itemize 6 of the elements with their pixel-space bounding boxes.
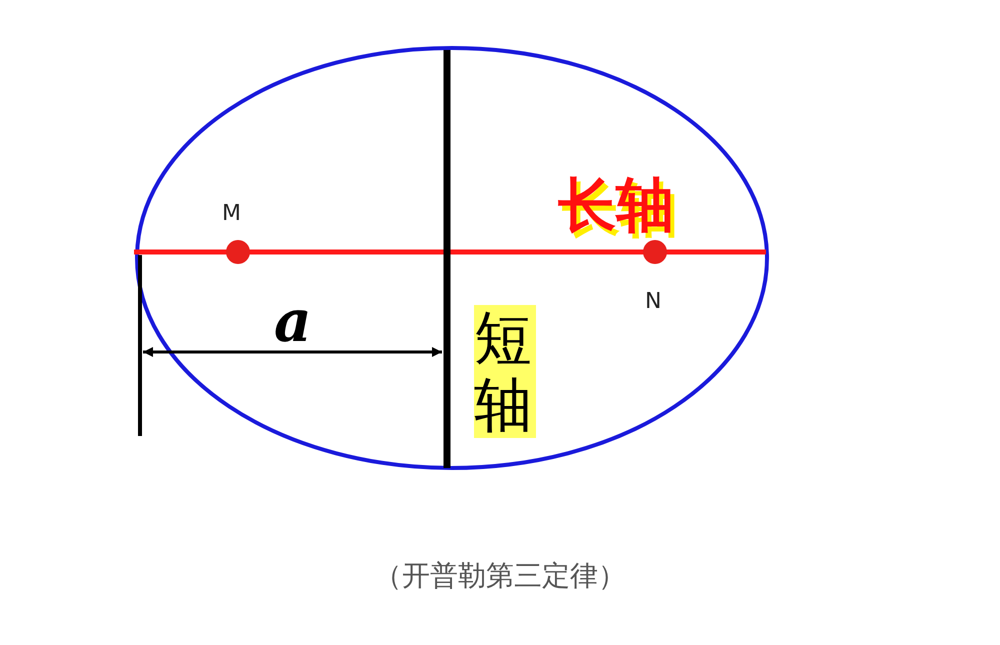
caption: （开普勒第三定律）	[373, 562, 627, 590]
dimension-label: a	[274, 292, 312, 350]
focus-label: N	[645, 291, 662, 313]
axis-label: 短轴	[474, 305, 536, 438]
axis-label: 长轴	[558, 176, 674, 234]
focus-label: M	[222, 203, 241, 225]
